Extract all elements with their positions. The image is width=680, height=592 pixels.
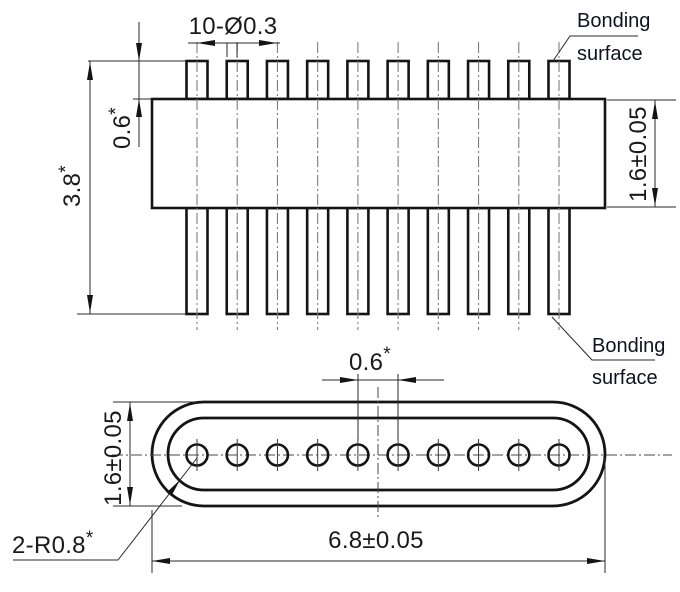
arrow-up: [652, 101, 658, 119]
dim-overall-width-label: 6.8±0.05: [328, 527, 424, 554]
leader-line: [551, 316, 655, 361]
dim-hole-pitch-label: 0.6*: [349, 344, 391, 376]
arrow-up: [127, 403, 133, 421]
bonding-surface-top-line2: surface: [577, 43, 643, 65]
arrow-down: [652, 188, 658, 206]
reference-star: *: [106, 107, 127, 115]
leader-arrow: [166, 480, 180, 496]
arrow-left: [152, 558, 170, 564]
dim-value: 0.6: [349, 349, 383, 376]
arrow-right: [259, 40, 277, 46]
dim-pin-holes-label: 10-Ø0.3: [189, 13, 278, 40]
dim-corner-radius-label: 2-R0.8*: [12, 528, 94, 559]
arrow-right: [587, 558, 605, 564]
arrow-down: [127, 487, 133, 505]
dim-hole-pitch: 0.6*: [322, 344, 444, 440]
dim-overall-height-label: 3.8*: [56, 165, 86, 207]
pin-centerlines: [196, 42, 560, 330]
reference-star: *: [383, 344, 391, 365]
dim-overall-width: 6.8±0.05: [151, 458, 606, 573]
dim-corner-radius: 2-R0.8*: [12, 457, 198, 561]
leader-line: [552, 35, 638, 62]
bonding-surface-top: Bonding surface: [552, 10, 650, 65]
bonding-surface-top-line1: Bonding: [577, 10, 650, 32]
dim-value: 2-R0.8: [12, 532, 86, 559]
dim-slot-height: 1.6±0.05: [100, 401, 196, 507]
dim-pin-protrusion-label: 0.6*: [106, 107, 136, 149]
dim-value: 0.6: [109, 115, 136, 149]
dim-pin-protrusion: 0.6*: [88, 22, 186, 149]
pin-row-bottom: [185, 206, 571, 316]
dim-body-thickness-label: 1.6±0.05: [625, 106, 652, 202]
hole-row: [185, 439, 571, 471]
dim-body-thickness: 1.6±0.05: [607, 99, 676, 208]
dim-overall-height: 3.8*: [56, 61, 186, 315]
connector-body: [150, 97, 607, 210]
top-view: 10-Ø0.3 0.6* 3.8* 1.6±0.05: [56, 10, 676, 389]
dim-value: 3.8: [59, 173, 86, 207]
bonding-surface-bottom: Bonding surface: [551, 316, 665, 389]
bonding-surface-bottom-line2: surface: [592, 367, 658, 389]
reference-star: *: [86, 528, 94, 549]
bottom-view: 0.6* 1.6±0.05 6.8±0.05 2-R0.8*: [12, 344, 672, 573]
arrow-up: [136, 99, 142, 117]
arrow-left: [398, 377, 416, 383]
bonding-surface-bottom-line1: Bonding: [592, 335, 665, 357]
arrow-down: [87, 295, 93, 313]
arrow-down: [136, 43, 142, 61]
reference-star: *: [56, 165, 77, 173]
arrow-right: [340, 377, 358, 383]
arrow-left: [197, 40, 215, 46]
dim-pin-holes: 10-Ø0.3: [188, 13, 280, 57]
dim-slot-height-label: 1.6±0.05: [100, 410, 127, 506]
pin-row-top: [185, 59, 571, 101]
arrow-up: [87, 62, 93, 80]
